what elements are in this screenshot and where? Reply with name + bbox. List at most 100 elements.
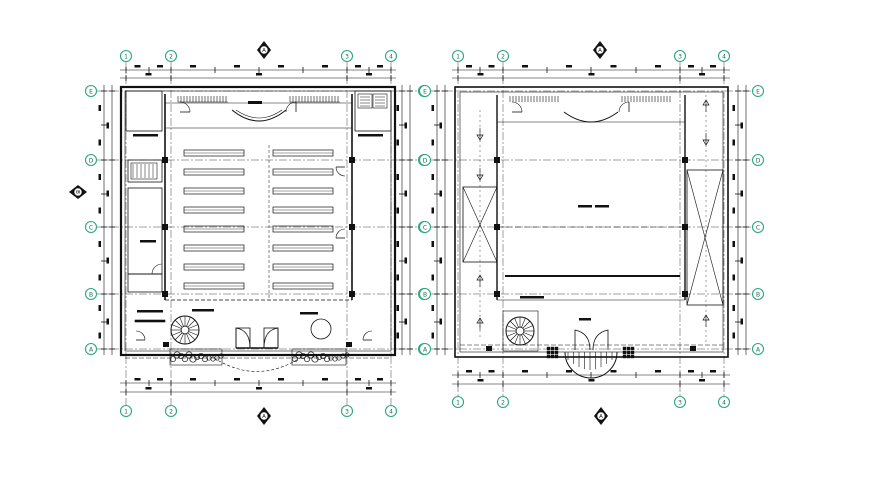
dimension-value bbox=[106, 190, 109, 197]
grid-bubble-right: D bbox=[751, 153, 765, 167]
stair-tread bbox=[509, 333, 518, 342]
dimension-value bbox=[98, 332, 101, 339]
step-pad bbox=[622, 354, 627, 359]
stair-tread bbox=[521, 334, 526, 345]
column bbox=[682, 157, 688, 163]
stair-tread bbox=[523, 325, 534, 330]
grid-bubble-left: E bbox=[84, 84, 98, 98]
plant-shape bbox=[295, 351, 303, 359]
dimension-value bbox=[404, 257, 407, 264]
dimension-value bbox=[522, 65, 528, 68]
grid-bubble-circle bbox=[418, 287, 432, 301]
corridor-door bbox=[151, 263, 163, 275]
door-swing bbox=[285, 101, 297, 113]
plant-shape bbox=[307, 351, 315, 359]
grid-bubble-circle bbox=[496, 395, 510, 409]
double-door-icon bbox=[235, 327, 279, 349]
step-pad bbox=[626, 346, 631, 351]
dimension-value bbox=[439, 257, 442, 264]
roof-cross bbox=[686, 169, 724, 306]
door-swing bbox=[335, 166, 346, 177]
dimension-value bbox=[190, 65, 196, 68]
dimension-chain-bottom-2 bbox=[452, 379, 730, 387]
door-swing bbox=[335, 228, 346, 239]
dimension-value bbox=[396, 305, 399, 311]
section-mark-top: A bbox=[257, 41, 271, 59]
plant-shape bbox=[303, 355, 311, 363]
roof-cross-icon bbox=[686, 169, 724, 306]
dimension-value bbox=[98, 305, 101, 311]
grid-bubble-circle bbox=[119, 404, 133, 418]
font-circle-icon bbox=[310, 318, 332, 340]
dimension-value bbox=[655, 370, 661, 373]
side-corridor bbox=[127, 187, 163, 275]
grid-bubble-label: D bbox=[756, 157, 761, 164]
stair-tread bbox=[522, 333, 531, 342]
door-swing bbox=[179, 101, 191, 113]
section-mark-label: B bbox=[74, 190, 80, 194]
column bbox=[349, 157, 355, 163]
grid-bubble-left: A bbox=[418, 342, 432, 356]
stair-tread bbox=[187, 319, 196, 328]
dimension-value bbox=[699, 73, 705, 76]
plant-shape bbox=[189, 355, 197, 363]
dimension-value bbox=[732, 241, 735, 247]
dimension-value bbox=[588, 73, 595, 76]
grid-bubble-label: E bbox=[423, 88, 427, 95]
planter-box bbox=[291, 348, 347, 366]
stair-tread bbox=[174, 319, 183, 328]
dimension-value bbox=[145, 73, 152, 76]
slope-arrow bbox=[476, 317, 484, 330]
grid-bubble-top: 3 bbox=[673, 49, 687, 63]
dimension-value bbox=[134, 378, 141, 381]
section-mark-label: A bbox=[598, 48, 602, 54]
step-pad bbox=[630, 346, 635, 351]
step-pad bbox=[554, 350, 559, 355]
plant-shape bbox=[193, 353, 201, 361]
dimension-value bbox=[740, 190, 743, 197]
dimension-value bbox=[732, 105, 735, 111]
stair-tread bbox=[522, 320, 531, 329]
door-swing bbox=[263, 327, 279, 349]
roof-eave bbox=[459, 91, 724, 353]
dimension-value bbox=[145, 387, 152, 390]
dimension-value bbox=[566, 65, 572, 68]
grid-bubble-bottom: 2 bbox=[496, 395, 510, 409]
door-swing bbox=[618, 101, 630, 113]
plant-shape bbox=[311, 355, 319, 363]
dimension-value bbox=[134, 65, 141, 68]
dimension-value bbox=[699, 379, 705, 382]
grid-bubble-circle bbox=[340, 404, 354, 418]
dimension-value bbox=[732, 174, 735, 180]
section-mark-circle bbox=[73, 187, 83, 197]
door-swing bbox=[592, 329, 609, 351]
dimension-value bbox=[740, 318, 743, 325]
grid-bubble-circle bbox=[164, 49, 178, 63]
section-mark-label: A bbox=[262, 48, 266, 54]
grid-bubble-top: 4 bbox=[717, 49, 731, 63]
grid-bubble-right: A bbox=[751, 342, 765, 356]
dimension-value bbox=[396, 139, 399, 146]
dimension-value bbox=[431, 139, 434, 146]
grid-bubble-circle bbox=[751, 84, 765, 98]
grid-bubble-circle bbox=[496, 49, 510, 63]
dimension-value bbox=[396, 332, 399, 339]
dimension-value bbox=[522, 370, 528, 373]
section-mark-side: B bbox=[69, 185, 87, 199]
dimension-value bbox=[466, 370, 472, 373]
grid-bubble-circle bbox=[673, 49, 687, 63]
plant-shape bbox=[291, 355, 299, 363]
grid-bubble-left: D bbox=[418, 153, 432, 167]
step-pad bbox=[554, 354, 559, 359]
grid-bubble-circle bbox=[84, 287, 98, 301]
dimension-chain-top-2 bbox=[452, 73, 730, 81]
pillar bbox=[690, 346, 696, 351]
grid-bubble-label: 4 bbox=[722, 53, 726, 60]
stair-tread bbox=[514, 317, 519, 328]
plant-shape bbox=[197, 352, 205, 360]
dimension-value bbox=[98, 207, 101, 214]
dimension-value bbox=[404, 318, 407, 325]
grid-bubble-circle bbox=[451, 49, 465, 63]
